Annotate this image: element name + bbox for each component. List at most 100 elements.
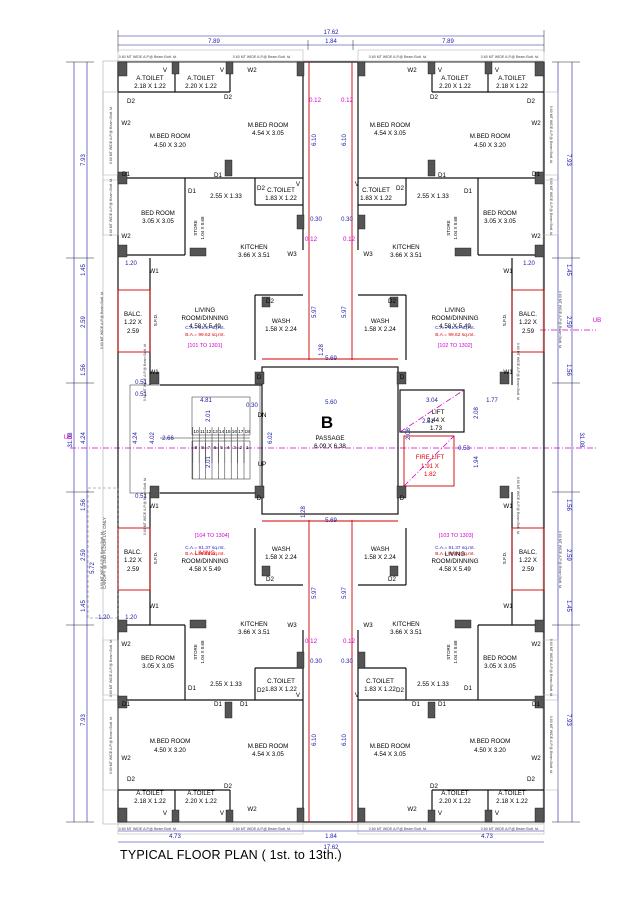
stair-step-number: 9 <box>195 445 198 451</box>
vent-tag: V <box>296 181 301 188</box>
door-tag: D2 <box>527 776 535 783</box>
room-name: STORE <box>446 220 451 235</box>
door-tag: D2 <box>388 576 396 583</box>
door-tag: D2 <box>396 185 404 192</box>
room-name: BALC. <box>124 549 142 556</box>
room-size: 1.73 <box>430 425 443 432</box>
dim-0-12f: 0.12 <box>343 638 356 645</box>
carpet-area: C.A.= 91.37 sq.mt. <box>185 325 225 331</box>
dim-right-1-56b: 1.56 <box>565 499 571 511</box>
dim-5-69b: 5.69 <box>325 518 337 524</box>
vent-tag: V <box>163 810 168 817</box>
room-size: 4.58 X 5.49 <box>439 323 471 330</box>
room-size: 1.91 X <box>421 463 439 470</box>
shaft-label: 0.60 MT WIDE A.P.@ Beam Bott. lvl. <box>109 178 113 236</box>
vent-tag: V <box>163 67 168 74</box>
window-tag: W2 <box>121 233 131 240</box>
room-size: 4.50 X 3.20 <box>474 747 506 754</box>
room-name: KITCHEN <box>240 621 267 628</box>
dim-top-mid: 1.84 <box>325 39 337 45</box>
room-name: C.TOILET <box>362 187 390 194</box>
room-size: 3.66 X 3.51 <box>390 629 422 636</box>
dim-0-53: 0.53 <box>458 446 470 452</box>
room-size: 2.20 X 1.22 <box>185 798 217 805</box>
room-size: 1.83 X 1.22 <box>265 195 297 202</box>
stair-step-number: 15 <box>225 429 231 435</box>
dim-left-5-72: 5.72 <box>90 562 96 574</box>
dim-1-20b: 1.20 <box>523 261 535 267</box>
window-tag: W1 <box>503 369 513 376</box>
stair-step-number: 10 <box>193 429 199 435</box>
shaft-label: 0.60 MT WIDE A.P.@ Beam Bott. lvl. <box>516 343 520 401</box>
room-name: A.TOILET <box>498 790 526 797</box>
room-size: 1.58 X 2.24 <box>364 326 396 333</box>
room-size: 1.83 X 1.22 <box>364 686 396 693</box>
room-name: PASSAGE <box>315 435 344 442</box>
window-tag: W2 <box>531 233 541 240</box>
core: B PASSAGE 6.09 X 6.38 LIFT 2.44 X 1.73 F… <box>192 409 445 479</box>
room-size: 2.18 X 1.22 <box>134 83 166 90</box>
room-name: LIVING <box>195 307 215 314</box>
sfd-label: S.F.D. <box>153 552 158 565</box>
sfd-label: S.F.D. <box>502 552 507 565</box>
room-size: 4.54 X 3.05 <box>252 130 284 137</box>
room-size: 2.20 X 1.22 <box>185 83 217 90</box>
room-size: 2.59 <box>522 566 535 573</box>
dim-top-left: 7.89 <box>208 39 220 45</box>
room-size: 1.58 X 2.24 <box>265 326 297 333</box>
dim-duct-5-97c: 5.97 <box>312 587 318 599</box>
stair-step-number: 8 <box>201 445 204 451</box>
door-tag: D2 <box>257 185 265 192</box>
door-tag: D <box>257 495 262 502</box>
room-name: LIVING <box>195 550 215 557</box>
room-name: BED ROOM <box>141 655 175 662</box>
dimension-texts: 17.62 7.89 1.84 7.89 17.62 4.73 1.84 4.7… <box>64 30 602 851</box>
shaft-label: 0.60 MT WIDE A.P.@ Beam Bott. lvl. <box>549 178 553 236</box>
dim-0-12c: 0.12 <box>305 236 318 243</box>
dim-right-2-59b: 2.59 <box>565 549 571 561</box>
shaft-label: 0.60 MT WIDE A.P.@ Beam Bott. lvl. <box>233 55 291 59</box>
ub-centre-line <box>70 329 596 449</box>
dim-0-51b: 0.51 <box>135 392 147 398</box>
dim-4-81: 4.81 <box>200 398 212 404</box>
dim-0-51c: 0.51 <box>135 494 147 500</box>
dim-5-69a: 5.69 <box>325 356 337 362</box>
room-size: 2.18 X 1.22 <box>134 798 166 805</box>
carpet-area: C.A.= 91.37 sq.mt. <box>435 325 475 331</box>
door-tag: D2 <box>224 783 232 790</box>
dim-4-24-stair: 4.24 <box>133 432 139 444</box>
room-name: BALC. <box>519 311 537 318</box>
room-size: 1.58 X 2.24 <box>364 554 396 561</box>
room-size: 3.05 X 3.05 <box>142 663 174 670</box>
stair-step-number: 14 <box>219 429 225 435</box>
room-name: BALC. <box>519 549 537 556</box>
room-size: 2.18 X 1.22 <box>496 798 528 805</box>
flat-bottom-right: [103 TO 1303] C.A.= 91.37 sq.mt. B.A.= 9… <box>364 533 537 805</box>
shaft-label: 0.60 MT WIDE A.P.@ Beam Bott. lvl. <box>481 55 539 59</box>
dim-top-right: 7.89 <box>442 39 454 45</box>
door-tag: D1 <box>438 172 446 179</box>
dim-duct-5-97d: 5.97 <box>342 587 348 599</box>
dim-right-1-56a: 1.56 <box>565 364 571 376</box>
room-name: ROOM/DINNING <box>431 315 478 322</box>
door-tag: D2 <box>257 687 265 694</box>
room-name: WASH <box>272 546 290 553</box>
room-name: M.BED ROOM <box>150 133 191 140</box>
room-name: KITCHEN <box>240 244 267 251</box>
stair-step-number: 18 <box>245 429 251 435</box>
room-name: M.BED ROOM <box>470 738 511 745</box>
dim-1-94: 1.94 <box>474 456 480 468</box>
dim-0-12b: 0.12 <box>341 97 354 104</box>
door-tag: D1 <box>240 701 248 708</box>
window-tag: W2 <box>121 641 131 648</box>
door-tag: D1 <box>214 701 222 708</box>
window-tag: W3 <box>287 251 297 258</box>
stair-step-number: 16 <box>232 429 238 435</box>
room-size: 2.59 <box>127 566 140 573</box>
shaft-label: 0.60 MT WIDE A.P.@ Beam Bott. lvl. <box>558 531 562 589</box>
stair <box>160 396 251 480</box>
room-name: A.TOILET <box>187 75 215 82</box>
door-tag: D1 <box>188 188 196 195</box>
window-tag: W2 <box>121 755 131 762</box>
room-size: 2.18 X 1.22 <box>496 83 528 90</box>
